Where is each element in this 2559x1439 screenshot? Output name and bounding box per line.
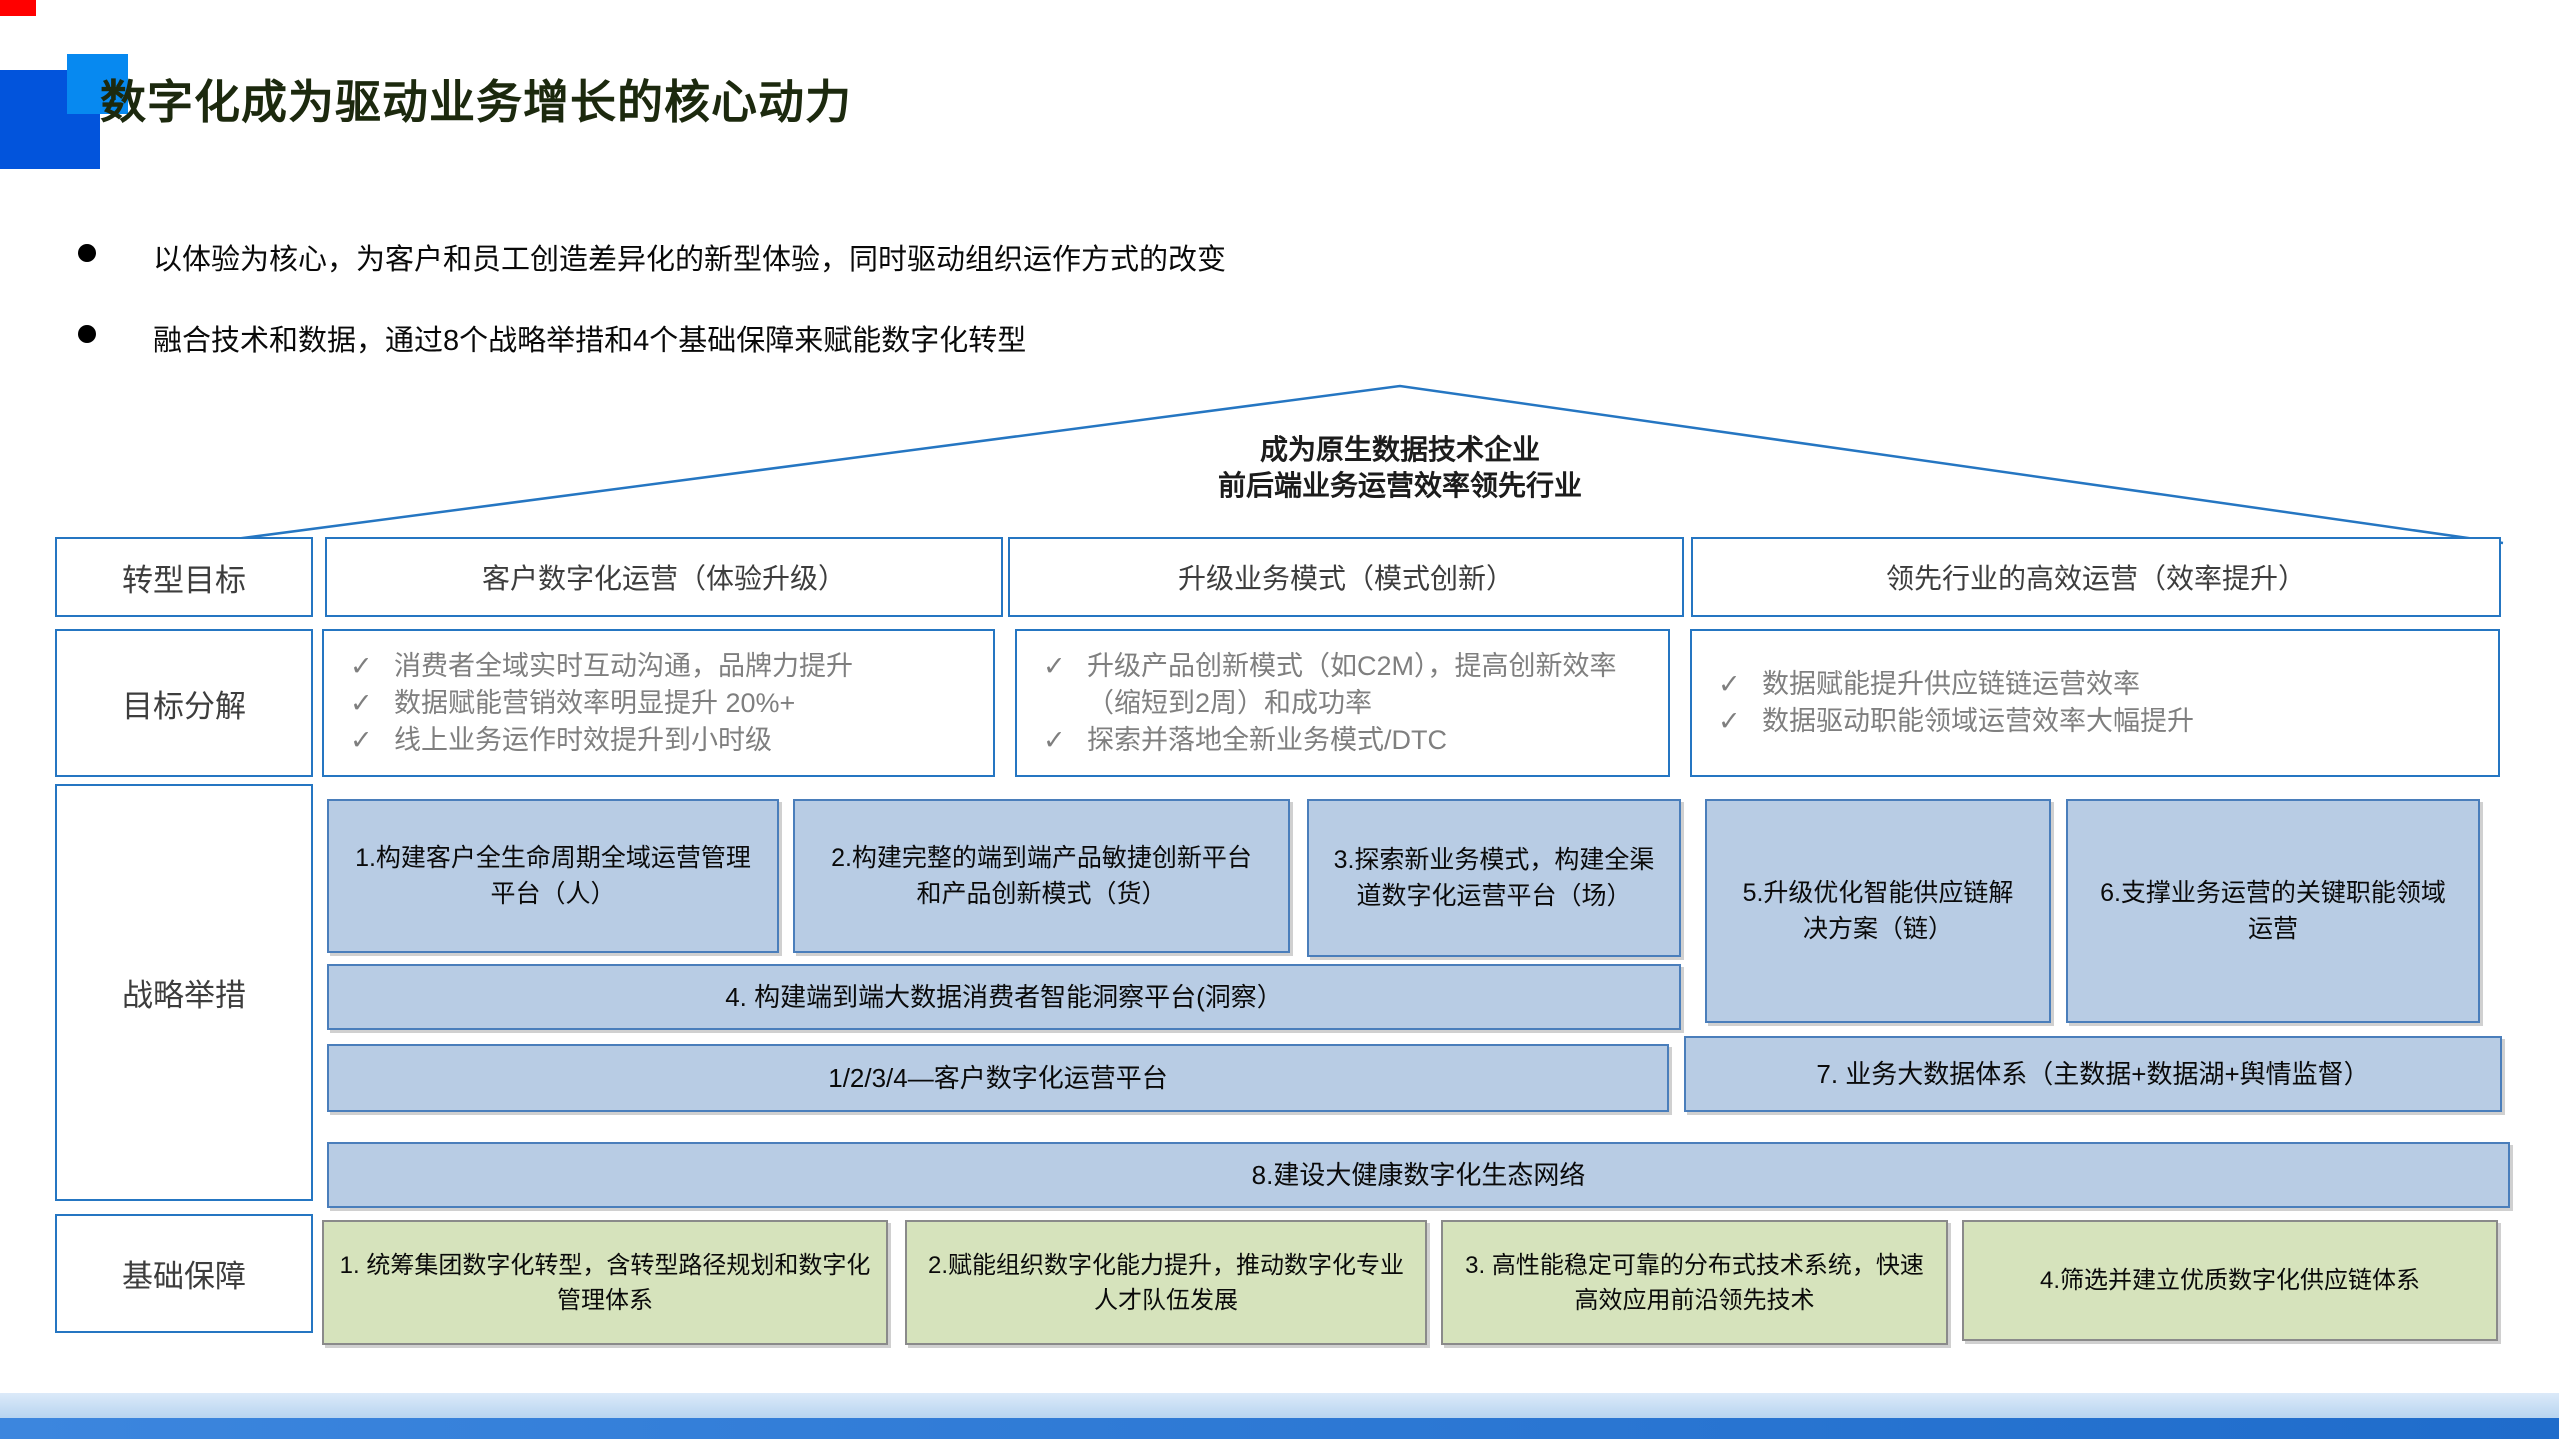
strategy-box-8: 8.建设大健康数字化生态网络 [327,1142,2510,1208]
check-icon: ✓ [350,724,373,755]
strategy-box-3: 3.探索新业务模式，构建全渠道数字化运营平台（场） [1307,799,1681,957]
check-item-text: 线上业务运作时效提升到小时级 [394,724,772,755]
deco-square-light [67,54,128,114]
check-item-text: 升级产品创新模式（如C2M），提高创新效率（缩短到2周）和成功率 [1087,650,1617,718]
goal-col-customer-ops: 客户数字化运营（体验升级） [325,537,1003,617]
check-item: ✓ 数据赋能营销效率明显提升 20%+ [350,685,975,722]
strategy-box-2: 2.构建完整的端到端产品敏捷创新平台和产品创新模式（货） [793,799,1290,953]
row-label-foundation: 基础保障 [55,1214,313,1333]
strategy-box-4: 4. 构建端到端大数据消费者智能洞察平台(洞察） [327,964,1681,1030]
footer-bar-light [0,1393,2559,1418]
bullet-text-1: 以体验为核心，为客户和员工创造差异化的新型体验，同时驱动组织运作方式的改变 [153,244,1227,276]
strategy-box-6: 6.支撑业务运营的关键职能领域运营 [2066,799,2480,1023]
decomp-col-1: ✓ 消费者全域实时互动沟通，品牌力提升 ✓ 数据赋能营销效率明显提升 20%+ … [322,629,995,777]
check-icon: ✓ [1718,706,1741,736]
check-item: ✓ 数据赋能提升供应链链运营效率 [1718,666,2480,703]
roof-title-line2: 前后端业务运营效率领先行业 [1217,470,1582,501]
check-item-text: 数据赋能提升供应链链运营效率 [1762,669,2140,699]
check-icon: ✓ [1043,724,1066,755]
bullet-dot [78,325,96,343]
goal-col-business-model: 升级业务模式（模式创新） [1008,537,1684,617]
footer-bar-dark [0,1418,2559,1439]
check-item: ✓ 数据驱动职能领域运营效率大幅提升 [1718,703,2480,740]
goal-col-efficient-ops: 领先行业的高效运营（效率提升） [1691,537,2501,617]
check-item-text: 数据赋能营销效率明显提升 20%+ [394,687,796,718]
foundation-box-4: 4.筛选并建立优质数字化供应链体系 [1962,1220,2498,1341]
foundation-box-1: 1. 统筹集团数字化转型，含转型路径规划和数字化管理体系 [322,1220,888,1345]
strategy-box-1: 1.构建客户全生命周期全域运营管理平台（人） [327,799,779,953]
foundation-box-3: 3. 高性能稳定可靠的分布式技术系统，快速高效应用前沿领先技术 [1441,1220,1948,1345]
strategy-box-5: 5.升级优化智能供应链解决方案（链） [1705,799,2051,1023]
bullet-dot [78,244,96,262]
check-icon: ✓ [1043,650,1066,681]
check-icon: ✓ [1718,669,1741,699]
foundation-box-2: 2.赋能组织数字化能力提升，推动数字化专业人才队伍发展 [905,1220,1427,1345]
check-item-text: 探索并落地全新业务模式/DTC [1087,724,1447,755]
roof-title-line1: 成为原生数据技术企业 [1259,434,1540,465]
bullet-text-2: 融合技术和数据，通过8个战略举措和4个基础保障来赋能数字化转型 [153,325,1027,357]
strategy-box-7: 7. 业务大数据体系（主数据+数据湖+舆情监督） [1684,1036,2502,1112]
strategy-box-1234: 1/2/3/4—客户数字化运营平台 [327,1044,1669,1112]
check-item: ✓ 探索并落地全新业务模式/DTC [1043,722,1650,759]
check-item: ✓ 消费者全域实时互动沟通，品牌力提升 [350,648,975,685]
check-item-text: 消费者全域实时互动沟通，品牌力提升 [394,650,853,681]
check-item: ✓ 升级产品创新模式（如C2M），提高创新效率（缩短到2周）和成功率 [1043,648,1650,722]
row-label-goal-decomposition: 目标分解 [55,629,313,777]
row-label-transform-goal: 转型目标 [55,537,313,617]
page-title: 数字化成为驱动业务增长的核心动力 [100,76,852,128]
check-item: ✓ 线上业务运作时效提升到小时级 [350,722,975,759]
check-icon: ✓ [350,687,373,718]
decomp-col-3: ✓ 数据赋能提升供应链链运营效率 ✓ 数据驱动职能领域运营效率大幅提升 [1690,629,2500,777]
check-item-text: 数据驱动职能领域运营效率大幅提升 [1762,706,2194,736]
check-icon: ✓ [350,650,373,681]
decomp-col-2: ✓ 升级产品创新模式（如C2M），提高创新效率（缩短到2周）和成功率 ✓ 探索并… [1015,629,1670,777]
corner-red-rect [0,0,36,16]
row-label-strategy: 战略举措 [55,784,313,1201]
